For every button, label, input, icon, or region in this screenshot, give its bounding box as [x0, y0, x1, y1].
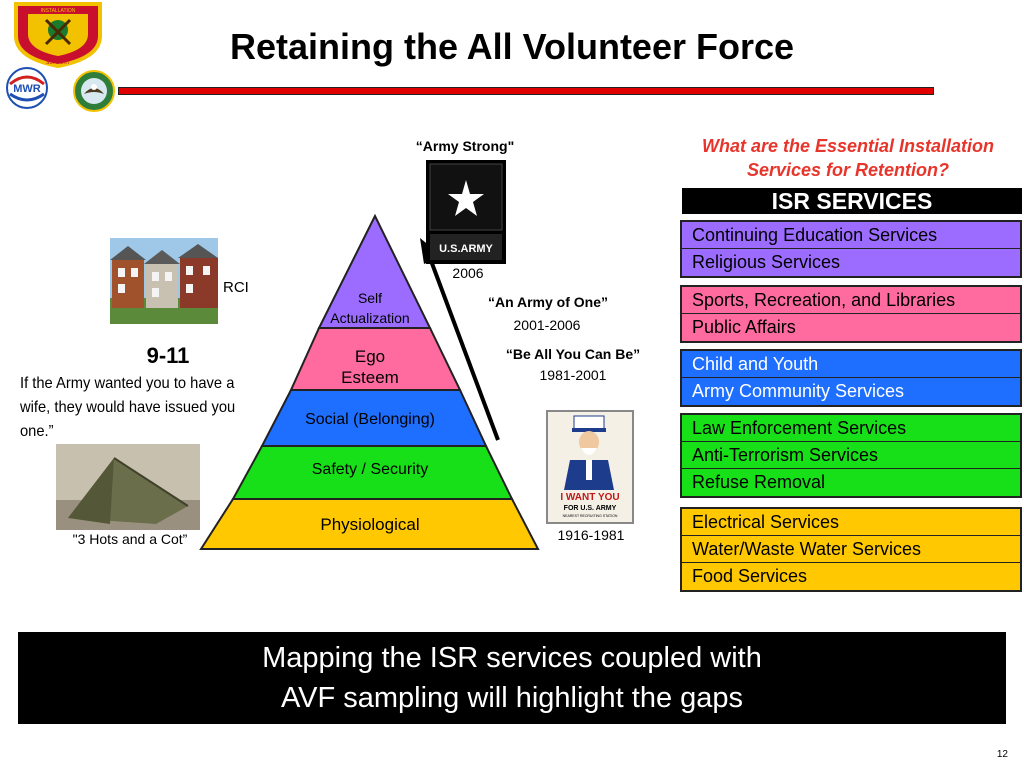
isr-service-item: Army Community Services: [692, 381, 905, 401]
uncle-sam-poster: I WANT YOU FOR U.S. ARMY NEAREST RECRUIT…: [546, 410, 634, 524]
question-line-2: Services for Retention?: [746, 160, 950, 180]
eagle-seal-logo: [72, 70, 116, 112]
retention-question: What are the Essential Installation Serv…: [680, 134, 1016, 182]
isr-service-item: Water/Waste Water Services: [682, 536, 1020, 563]
tier-label-physiological: Physiological: [320, 515, 420, 534]
question-line-1: What are the Essential Installation: [701, 136, 995, 156]
isr-service-item: Electrical Services: [682, 509, 1020, 536]
poster-line-3: NEAREST RECRUITING STATION: [563, 514, 618, 518]
tier-label-social: Social (Belonging): [305, 411, 435, 428]
tier-label-ego-esteem: Ego Esteem: [341, 347, 399, 387]
era-heading-9-11: 9-11: [146, 343, 190, 368]
crest-top-text: INSTALLATION: [41, 8, 76, 14]
us-army-star-logo: U.S.ARMY: [426, 160, 506, 264]
tent-caption: "3 Hots and a Cot”: [72, 531, 188, 547]
isr-service-item: Sports, Recreation, and Libraries: [682, 287, 1020, 314]
page-title: Retaining the All Volunteer Force: [229, 26, 795, 67]
isr-service-item: Refuse Removal: [692, 472, 826, 492]
conclusion-banner: Mapping the ISR services coupled with AV…: [18, 632, 1006, 724]
year-be-all-you-can-be: 1981-2001: [539, 367, 607, 383]
year-uncle-sam: 1916-1981: [557, 527, 625, 543]
quote-text: If the Army wanted you to have a wife, t…: [20, 375, 236, 440]
rci-housing-photo: [110, 238, 218, 324]
crest-bottom-text: SUPPORT: [46, 60, 70, 66]
slogan-army-strong: “Army Strong": [415, 138, 515, 154]
title-underline-bar: [118, 87, 934, 95]
rci-label: RCI: [223, 279, 249, 296]
tier-label-safety: Safety / Security: [311, 461, 429, 478]
year-army-strong: 2006: [452, 265, 484, 281]
needs-pyramid: [199, 213, 540, 550]
poster-line-1: I WANT YOU: [560, 492, 619, 503]
banner-line-1: Mapping the ISR services coupled with: [262, 642, 762, 674]
slogan-army-of-one: “An Army of One”: [487, 294, 609, 310]
isr-service-item: Law Enforcement Services: [682, 415, 1020, 442]
isr-service-item: Food Services: [692, 566, 808, 586]
mwr-logo: MWR: [4, 66, 50, 110]
us-army-logo-text: U.S.ARMY: [439, 243, 493, 255]
installation-support-crest: INSTALLATION SUPPORT: [6, 0, 110, 69]
banner-line-2: AVF sampling will highlight the gaps: [280, 682, 744, 714]
star-icon: [448, 180, 484, 216]
page-number: 12: [996, 749, 1008, 760]
tier-label-self-actualization: Self Actualization: [330, 290, 410, 326]
isr-service-item: Anti-Terrorism Services: [682, 442, 1020, 469]
isr-services-header: ISR SERVICES: [682, 188, 1022, 214]
tent-photo: [56, 444, 200, 530]
year-army-of-one: 2001-2006: [513, 317, 581, 333]
isr-service-item: Continuing Education Services: [682, 222, 1020, 249]
isr-service-item: Religious Services: [692, 252, 841, 272]
poster-line-2: FOR U.S. ARMY: [564, 505, 617, 512]
isr-service-item: Child and Youth: [682, 351, 1020, 378]
isr-service-item: Public Affairs: [692, 317, 796, 337]
mwr-logo-text: MWR: [13, 83, 41, 95]
slogan-be-all-you-can-be: “Be All You Can Be”: [505, 346, 641, 362]
pyramid-tier-physiological: [199, 498, 540, 550]
